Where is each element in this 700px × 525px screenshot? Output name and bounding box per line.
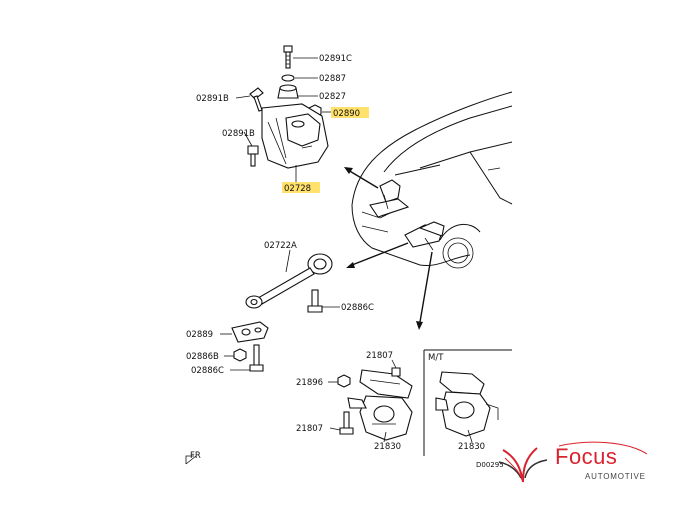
label-02722a: 02722A (264, 241, 297, 251)
brand-tagline: AUTOMOTIVE (585, 472, 646, 481)
car-outline (351, 91, 513, 269)
mt-variant-box (423, 349, 512, 456)
upper-engine-mount-assembly (235, 45, 332, 186)
label-fr: FR (190, 451, 201, 461)
label-02886b: 02886B (186, 352, 219, 362)
front-direction-indicator (185, 455, 197, 465)
label-02891b-mid: 02891B (222, 129, 255, 139)
diagram-code: D00295 (476, 461, 504, 469)
label-02890: 02890 (333, 109, 360, 119)
label-02827: 02827 (319, 92, 346, 102)
label-21807-top: 21807 (366, 351, 393, 361)
pointer-arrows (344, 167, 433, 330)
label-02886c-left: 02886C (191, 366, 224, 376)
label-21896: 21896 (296, 378, 323, 388)
label-02728: 02728 (284, 184, 311, 194)
label-highlight-02728 (282, 182, 320, 193)
label-02886c-right: 02886C (341, 303, 374, 313)
label-21807-bottom: 21807 (296, 424, 323, 434)
logo-swoosh-icon (558, 441, 648, 455)
label-21830-left: 21830 (374, 442, 401, 452)
label-02887: 02887 (319, 74, 346, 84)
label-mt: M/T (428, 353, 444, 363)
torque-rod-assembly (220, 249, 340, 372)
brand-name: Focus (555, 444, 618, 469)
label-02891c: 02891C (319, 54, 352, 64)
label-highlight-02890 (331, 107, 369, 118)
logo-mark-icon (498, 447, 548, 483)
label-02891b-top: 02891B (196, 94, 229, 104)
lower-mount-assembly (328, 359, 413, 443)
label-02889: 02889 (186, 330, 213, 340)
focus-automotive-logo: Focus AUTOMOTIVE (497, 440, 657, 488)
label-21830-right: 21830 (458, 442, 485, 452)
